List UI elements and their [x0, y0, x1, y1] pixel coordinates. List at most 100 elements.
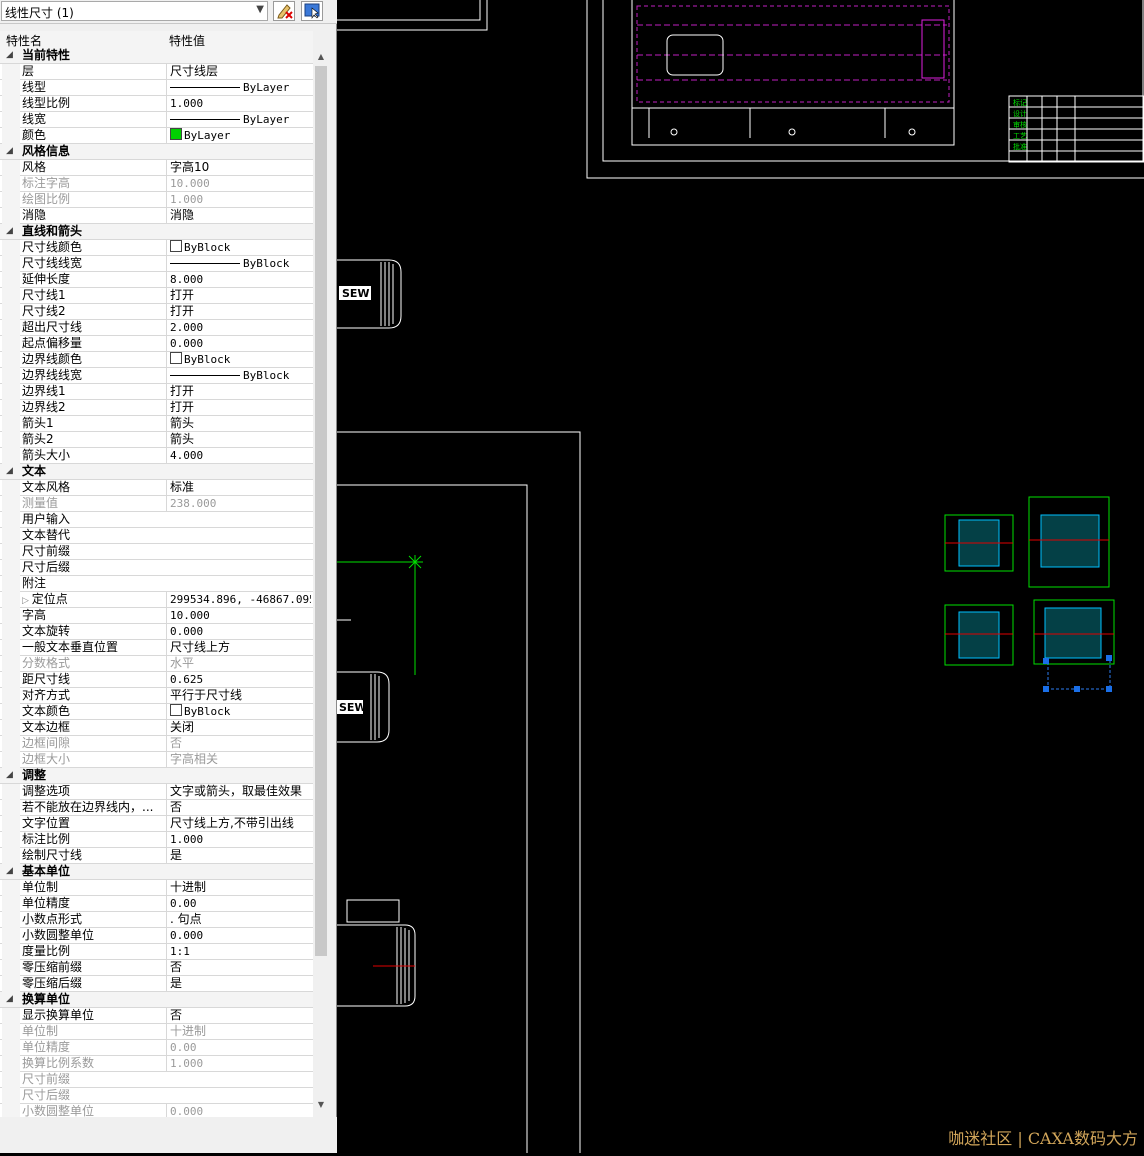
property-row[interactable]: 若不能放在边界线内，...否 — [0, 800, 313, 816]
property-value[interactable]: ByBlock — [166, 368, 311, 383]
property-value[interactable]: 打开 — [166, 304, 311, 319]
property-value[interactable]: 8.000 — [166, 272, 311, 287]
property-value[interactable]: 打开 — [166, 384, 311, 399]
property-value[interactable]: 0.000 — [166, 1104, 311, 1117]
property-row[interactable]: 边框间隙否 — [0, 736, 313, 752]
property-value[interactable]: 箭头 — [166, 432, 311, 447]
collapse-icon[interactable]: ◢ — [6, 226, 13, 236]
property-row[interactable]: 尺寸后缀 — [0, 560, 313, 576]
property-value[interactable]: 否 — [166, 800, 311, 815]
property-row[interactable]: 尺寸前缀 — [0, 544, 313, 560]
property-value[interactable]: 字高10 — [166, 160, 311, 175]
property-value[interactable]: 1.000 — [166, 832, 311, 847]
property-row[interactable]: 绘制尺寸线是 — [0, 848, 313, 864]
scroll-up-icon[interactable]: ▲ — [317, 52, 325, 61]
property-row[interactable]: 文本替代 — [0, 528, 313, 544]
property-section[interactable]: ◢换算单位 — [0, 992, 313, 1008]
property-row[interactable]: 风格字高10 — [0, 160, 313, 176]
property-value[interactable]: 0.000 — [166, 624, 311, 639]
property-value[interactable]: 否 — [166, 736, 311, 751]
property-value[interactable]: 10.000 — [166, 176, 311, 191]
property-row[interactable]: 附注 — [0, 576, 313, 592]
collapse-icon[interactable]: ◢ — [6, 994, 13, 1004]
property-value[interactable]: ByBlock — [166, 256, 311, 271]
property-row[interactable]: 小数点形式. 句点 — [0, 912, 313, 928]
property-value[interactable]: 否 — [166, 960, 311, 975]
property-value[interactable]: ByLayer — [166, 112, 311, 127]
property-value[interactable]: ByLayer — [166, 80, 311, 95]
clear-selection-button[interactable] — [273, 1, 295, 21]
property-value[interactable]: 十进制 — [166, 880, 311, 895]
expand-icon[interactable]: ▷ — [22, 596, 32, 606]
property-value[interactable]: 1.000 — [166, 96, 311, 111]
property-row[interactable]: 一般文本垂直位置尺寸线上方 — [0, 640, 313, 656]
property-section[interactable]: ◢当前特性 — [0, 48, 313, 64]
property-value[interactable]: 尺寸线上方,不带引出线 — [166, 816, 311, 831]
property-value[interactable]: ByBlock — [166, 352, 311, 367]
property-section[interactable]: ◢调整 — [0, 768, 313, 784]
property-value[interactable]: 0.00 — [166, 1040, 311, 1055]
scroll-thumb[interactable] — [315, 66, 327, 956]
property-value[interactable]: 尺寸线层 — [166, 64, 311, 79]
property-section[interactable]: ◢直线和箭头 — [0, 224, 313, 240]
property-grid-scrollbar[interactable]: ▲ ▼ — [313, 49, 329, 1113]
property-row[interactable]: 用户输入 — [0, 512, 313, 528]
property-value[interactable]: 尺寸线上方 — [166, 640, 311, 655]
property-value[interactable]: 平行于尺寸线 — [166, 688, 311, 703]
property-row[interactable]: 消隐消隐 — [0, 208, 313, 224]
property-value[interactable]: 箭头 — [166, 416, 311, 431]
property-value[interactable]: 文字或箭头，取最佳效果 — [166, 784, 311, 799]
object-selector[interactable]: 线性尺寸 (1) ▼ — [1, 1, 268, 21]
property-row[interactable]: 对齐方式平行于尺寸线 — [0, 688, 313, 704]
property-row[interactable]: 文本边框关闭 — [0, 720, 313, 736]
collapse-icon[interactable]: ◢ — [6, 50, 13, 60]
property-row[interactable]: 边框大小字高相关 — [0, 752, 313, 768]
property-value[interactable]: 1.000 — [166, 1056, 311, 1071]
property-row[interactable]: 文字位置尺寸线上方,不带引出线 — [0, 816, 313, 832]
property-row[interactable]: 单位制十进制 — [0, 1024, 313, 1040]
property-row[interactable]: 文本风格标准 — [0, 480, 313, 496]
property-row[interactable]: 尺寸后缀 — [0, 1088, 313, 1104]
property-value[interactable]: 十进制 — [166, 1024, 311, 1039]
property-value[interactable]: 0.000 — [166, 928, 311, 943]
property-value[interactable]: 水平 — [166, 656, 311, 671]
property-value[interactable]: ByBlock — [166, 704, 311, 719]
property-value[interactable]: ByLayer — [166, 128, 311, 143]
property-value[interactable]: 4.000 — [166, 448, 311, 463]
property-value[interactable]: 1.000 — [166, 192, 311, 207]
property-value[interactable]: 关闭 — [166, 720, 311, 735]
property-row[interactable]: 单位制十进制 — [0, 880, 313, 896]
property-row[interactable]: 层尺寸线层 — [0, 64, 313, 80]
collapse-icon[interactable]: ◢ — [6, 866, 13, 876]
property-value[interactable]: 0.00 — [166, 896, 311, 911]
property-value[interactable]: 0.625 — [166, 672, 311, 687]
property-value[interactable]: 1:1 — [166, 944, 311, 959]
selected-dimension[interactable] — [1043, 655, 1112, 692]
property-value[interactable]: 标准 — [166, 480, 311, 495]
property-row[interactable]: 显示换算单位否 — [0, 1008, 313, 1024]
select-objects-button[interactable] — [301, 1, 323, 21]
